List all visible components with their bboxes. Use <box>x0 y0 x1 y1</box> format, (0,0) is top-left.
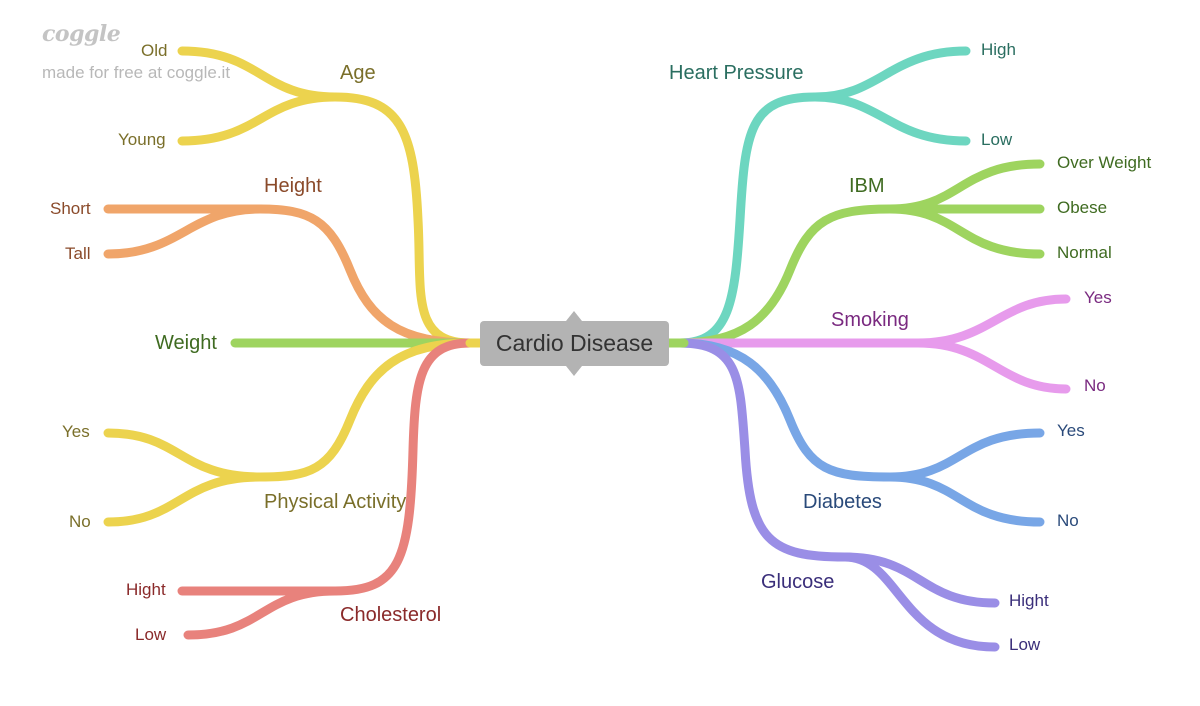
central-topic-label: Cardio Disease <box>495 330 654 356</box>
leaf-age-0[interactable]: Old <box>141 41 168 60</box>
coggle-tagline: made for free at coggle.it <box>42 63 231 82</box>
cholesterol-branch[interactable] <box>330 338 475 596</box>
height-branch[interactable] <box>255 204 475 348</box>
leaf-cholesterol-1[interactable]: Low <box>135 625 167 644</box>
ibm-leaf-branch-0[interactable] <box>885 159 1045 214</box>
leaf-glucose-0[interactable]: Hight <box>1009 591 1049 610</box>
leaf-ibm-0[interactable]: Over Weight <box>1057 153 1152 172</box>
leaf-physical-activity-1[interactable]: No <box>69 512 91 531</box>
node-glucose[interactable]: Glucose <box>761 571 835 593</box>
node-weight[interactable]: Weight <box>155 332 217 354</box>
smoking-leaf-branch-0[interactable] <box>913 294 1071 348</box>
heart-pressure-leaf-branch-1[interactable] <box>810 92 971 146</box>
leaf-height-0[interactable]: Short <box>50 199 91 218</box>
node-ibm[interactable]: IBM <box>849 175 885 197</box>
diabetes-leaf-branch-0[interactable] <box>885 428 1045 482</box>
leaf-height-1[interactable]: Tall <box>65 244 91 263</box>
heart-pressure-branch[interactable] <box>675 92 820 348</box>
collapse-up-icon[interactable] <box>566 311 582 321</box>
node-smoking[interactable]: Smoking <box>831 309 909 331</box>
leaf-physical-activity-0[interactable]: Yes <box>62 422 90 441</box>
physical-activity-branch[interactable] <box>255 338 475 482</box>
age-branch[interactable] <box>330 92 475 348</box>
leaf-diabetes-0[interactable]: Yes <box>1057 421 1085 440</box>
coggle-logo: coggle <box>42 21 121 47</box>
cholesterol-leaf-branch-1[interactable] <box>183 586 340 640</box>
smoking-leaf-branch-1[interactable] <box>913 338 1071 394</box>
glucose-leaf-branch-1[interactable] <box>840 552 1000 652</box>
leaf-smoking-1[interactable]: No <box>1084 376 1106 395</box>
node-cholesterol[interactable]: Cholesterol <box>340 604 442 626</box>
leaf-heart-pressure-1[interactable]: Low <box>981 130 1013 149</box>
leaf-ibm-2[interactable]: Normal <box>1057 243 1112 262</box>
node-age[interactable]: Age <box>340 62 376 84</box>
leaf-cholesterol-0[interactable]: Hight <box>126 580 166 599</box>
central-topic-node[interactable]: Cardio Disease <box>480 311 669 376</box>
height-leaf-branch-1[interactable] <box>103 204 265 259</box>
leaf-diabetes-1[interactable]: No <box>1057 511 1079 530</box>
node-physical-activity[interactable]: Physical Activity <box>264 491 407 513</box>
leaf-smoking-0[interactable]: Yes <box>1084 288 1112 307</box>
ibm-branch[interactable] <box>675 204 895 348</box>
node-heart-pressure[interactable]: Heart Pressure <box>669 62 804 84</box>
ibm-leaf-branch-2[interactable] <box>885 204 1045 259</box>
leaf-glucose-1[interactable]: Low <box>1009 635 1041 654</box>
heart-pressure-leaf-branch-0[interactable] <box>810 46 971 102</box>
collapse-down-icon[interactable] <box>566 366 582 376</box>
diabetes-leaf-branch-1[interactable] <box>885 472 1045 527</box>
physical-activity-leaf-branch-1[interactable] <box>103 472 265 527</box>
leaf-heart-pressure-0[interactable]: High <box>981 40 1016 59</box>
leaf-age-1[interactable]: Young <box>118 130 166 149</box>
physical-activity-leaf-branch-0[interactable] <box>103 428 265 482</box>
leaf-ibm-1[interactable]: Obese <box>1057 198 1108 217</box>
node-height[interactable]: Height <box>264 175 322 197</box>
age-leaf-branch-1[interactable] <box>177 92 340 146</box>
diabetes-branch[interactable] <box>675 338 895 482</box>
glucose-branch[interactable] <box>675 338 850 562</box>
node-diabetes[interactable]: Diabetes <box>803 491 882 513</box>
